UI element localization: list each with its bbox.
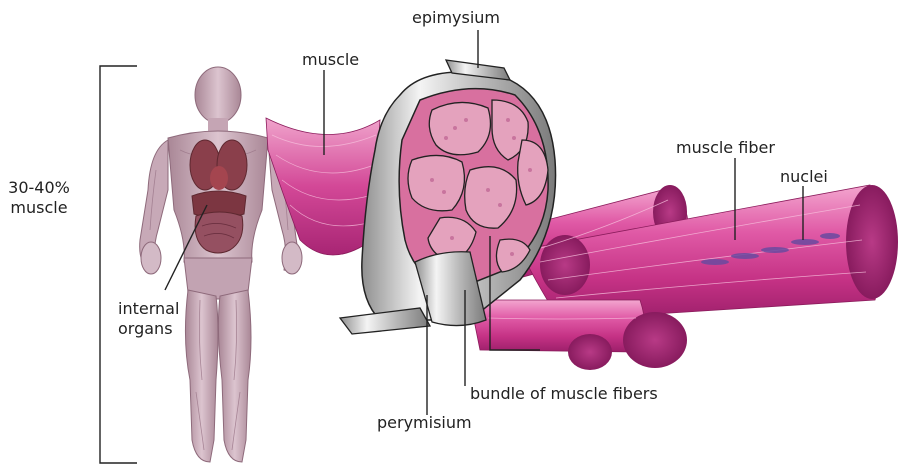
label-muscle: muscle xyxy=(302,50,359,70)
label-muscle-fiber: muscle fiber xyxy=(676,138,775,158)
label-epimysium: epimysium xyxy=(412,8,500,28)
label-bundle-of-muscle-fibers: bundle of muscle fibers xyxy=(470,384,658,404)
internal-organs-graphic xyxy=(190,140,247,253)
label-muscle-proportion: 30-40% muscle xyxy=(6,178,72,218)
label-perymisium: perymisium xyxy=(377,413,472,433)
muscle-cross-section xyxy=(340,60,556,334)
label-internal-organs: internal organs xyxy=(118,299,179,339)
label-nuclei: nuclei xyxy=(780,167,828,187)
